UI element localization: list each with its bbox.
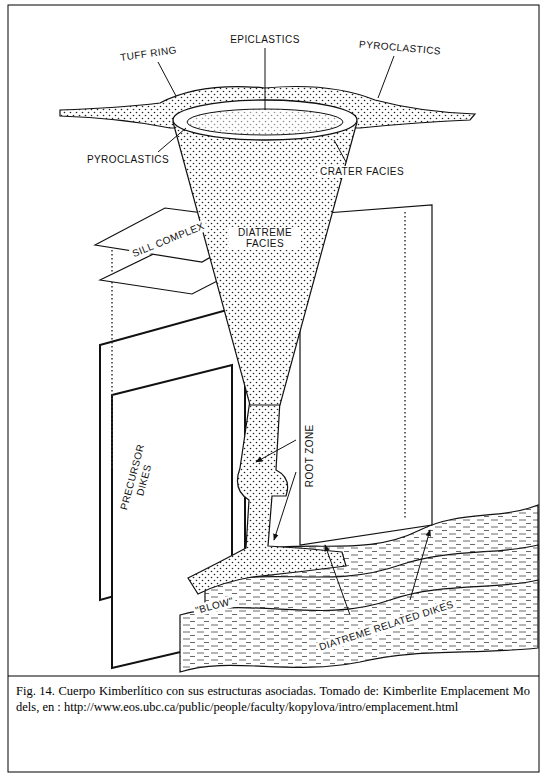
feeder-dotted <box>111 250 113 470</box>
part-label: ROOT ZONE <box>303 423 315 490</box>
leader-lines <box>325 545 350 615</box>
diatreme-dike <box>180 580 538 672</box>
leader-lines <box>256 440 296 462</box>
leader-lines <box>334 140 346 162</box>
crater-fill <box>187 109 343 135</box>
diatreme-dike <box>180 580 538 672</box>
caption-divider <box>8 676 539 677</box>
figure-frame <box>8 5 539 772</box>
leader-lines <box>158 48 430 615</box>
feeder-dotted <box>404 212 406 520</box>
root-zone <box>188 400 346 594</box>
diatreme-cone <box>173 122 357 405</box>
part-label: PYROCLASTICS <box>85 154 171 166</box>
part-label: EPICLASTICS <box>228 34 301 46</box>
part-label: DIATREME FACIES <box>229 227 301 250</box>
part-label: DIATREME RELATED DIKES <box>315 598 456 654</box>
leader-lines <box>410 530 430 600</box>
leader-lines <box>274 472 296 540</box>
part-label: PRECURSOR DIKES <box>116 435 159 520</box>
figure-caption: Fig. 14. Cuerpo Kimberlítico con sus est… <box>16 683 530 716</box>
leader-lines <box>158 128 186 152</box>
diatreme-cone <box>173 122 357 405</box>
leader-lines <box>158 62 176 96</box>
part-label: PYROCLASTICS <box>357 39 444 58</box>
crater-fill <box>187 109 343 135</box>
part-label: SILL COMPLEX <box>128 220 207 261</box>
part-label: "BLOW" <box>192 595 236 617</box>
root-zone <box>188 400 346 594</box>
leader-lines <box>265 48 266 110</box>
part-label: TUFF RING <box>117 44 179 64</box>
leader-lines <box>378 56 394 98</box>
part-label: CRATER FACIES <box>318 166 406 178</box>
